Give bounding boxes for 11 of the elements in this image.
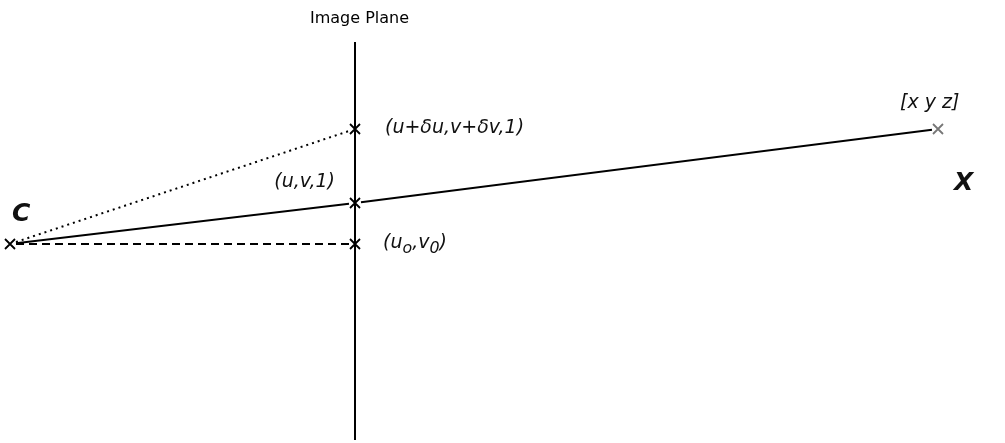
point-label: C bbox=[12, 200, 31, 225]
point-label: [x y z] bbox=[900, 92, 960, 111]
dotted-ray bbox=[15, 130, 350, 243]
point-label: (u+δu,v+δv,1) bbox=[385, 117, 525, 136]
ray-line bbox=[15, 202, 350, 245]
point-label: (u$_{o}$,v$_{0}$) bbox=[383, 232, 447, 256]
dashed-ray bbox=[15, 243, 350, 245]
plane-title: Image Plane bbox=[310, 8, 410, 27]
point-name: X bbox=[954, 169, 974, 194]
ray-line bbox=[360, 128, 933, 204]
point-label: (u,v,1) bbox=[274, 171, 335, 190]
